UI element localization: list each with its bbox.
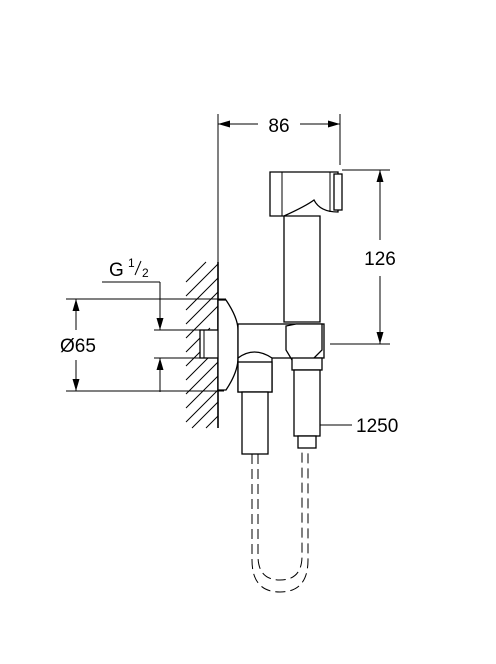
hose-length-dimension: 1250 bbox=[320, 416, 398, 437]
hose-right-segment bbox=[293, 369, 321, 437]
hose-loop-hidden-inner bbox=[257, 448, 303, 581]
holder-body bbox=[237, 323, 325, 393]
hose-left-segment bbox=[241, 391, 269, 455]
knurled-nut-left bbox=[237, 361, 273, 393]
wall-rosette bbox=[217, 299, 239, 391]
thread-label-denominator: 2 bbox=[142, 266, 149, 280]
threaded-nipple bbox=[199, 329, 221, 359]
width-label: 86 bbox=[268, 116, 289, 137]
wall-hatching bbox=[185, 261, 219, 429]
height-label: 126 bbox=[364, 249, 396, 270]
shower-head bbox=[269, 171, 339, 217]
hose-length-label: 1250 bbox=[356, 416, 398, 437]
knurled-collar bbox=[285, 323, 323, 361]
shower-handle bbox=[283, 215, 321, 323]
width-dimension: 86 bbox=[217, 114, 341, 262]
hoses bbox=[241, 369, 321, 593]
thread-dimension: G 1 2 bbox=[102, 256, 206, 392]
diameter-dimension: Ø65 bbox=[60, 298, 226, 392]
wall-connector bbox=[199, 299, 239, 391]
hose-right-ferrule bbox=[297, 435, 317, 449]
diameter-label: Ø65 bbox=[60, 336, 96, 357]
thread-label-numerator: 1 bbox=[128, 256, 135, 270]
hose-loop-hidden bbox=[251, 448, 309, 593]
spray-face bbox=[333, 173, 343, 211]
hose-connector-right bbox=[291, 357, 323, 371]
hand-shower bbox=[269, 171, 343, 323]
thread-label-prefix: G bbox=[109, 260, 124, 281]
height-dimension: 126 bbox=[330, 169, 396, 345]
wall-section bbox=[185, 261, 219, 429]
